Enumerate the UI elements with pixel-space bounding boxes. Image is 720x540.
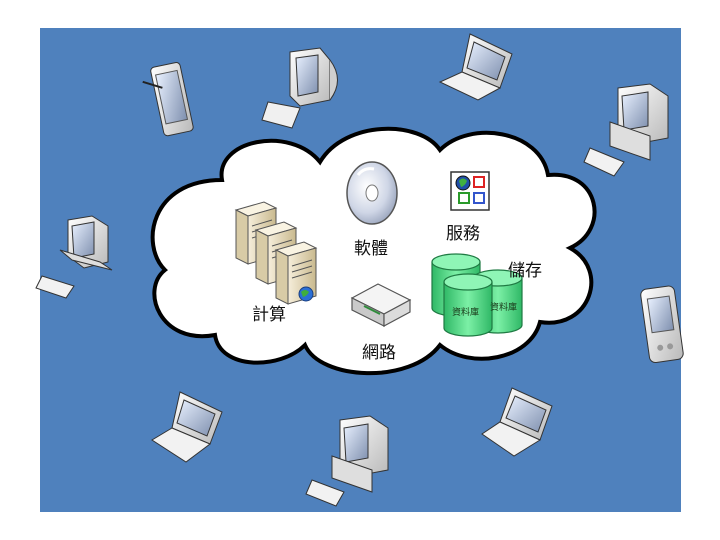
pda-icon (640, 285, 684, 363)
desktop-computer-icon (584, 84, 668, 176)
desktop-computer-icon (306, 416, 388, 506)
laptop-icon (482, 388, 552, 456)
services-icon (451, 172, 489, 210)
cd-disc-icon (347, 162, 397, 224)
tablet-pen-icon (140, 62, 194, 139)
services-label: 服務 (446, 219, 480, 244)
crt-desktop-icon (262, 48, 338, 128)
storage-label: 儲存 (508, 256, 542, 281)
database-label-2: 資料庫 (490, 301, 517, 313)
laptop-icon (152, 392, 222, 462)
compute-label: 計算 (252, 300, 286, 325)
software-label: 軟體 (354, 234, 388, 259)
laptop-icon (440, 34, 512, 100)
desktop-computer-icon (36, 216, 112, 298)
database-label-1: 資料庫 (452, 306, 479, 318)
network-label: 網路 (362, 338, 396, 363)
